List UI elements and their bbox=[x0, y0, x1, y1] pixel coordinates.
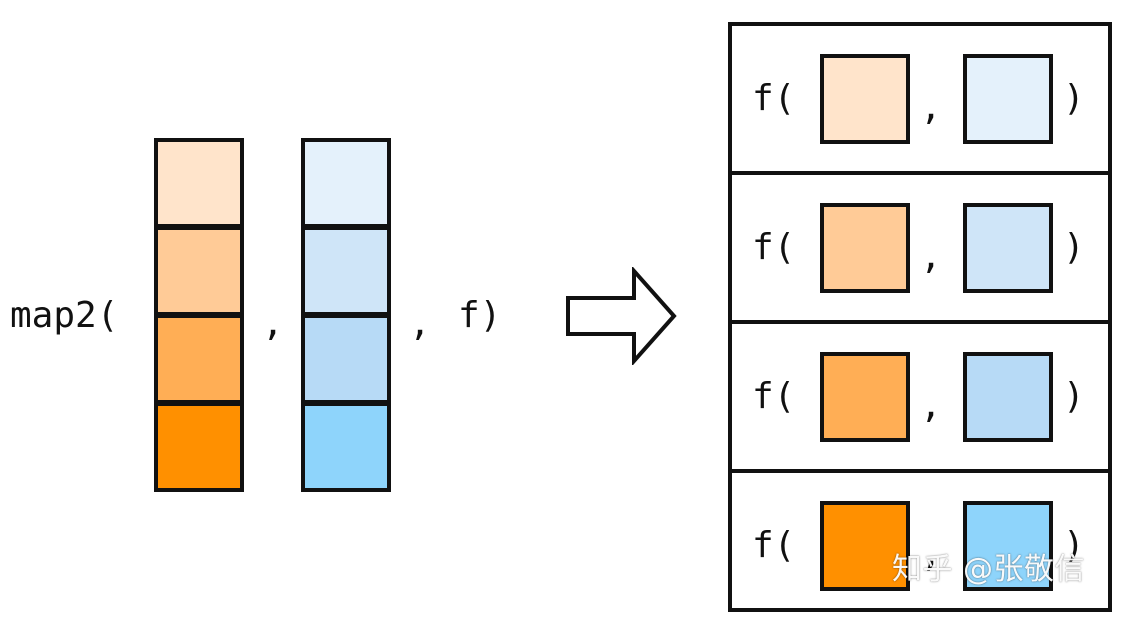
input-vector-2-cell-2 bbox=[301, 226, 391, 316]
left-argument-square bbox=[820, 352, 910, 442]
function-close: ) bbox=[1063, 376, 1085, 417]
comma: , bbox=[920, 236, 942, 277]
right-argument-square bbox=[963, 203, 1053, 293]
result-row-4: f( , ) bbox=[732, 473, 1108, 618]
right-argument-square bbox=[963, 501, 1053, 591]
comma: , bbox=[920, 534, 942, 575]
function-open: f( bbox=[752, 376, 796, 417]
row-divider-2 bbox=[732, 320, 1108, 324]
watermark-text: 知乎 @张敬信 bbox=[892, 552, 1086, 587]
function-open: f( bbox=[752, 525, 796, 566]
left-argument-square bbox=[820, 501, 910, 591]
input-vector-2-cell-3 bbox=[301, 314, 391, 404]
input-vector-1-cell-2 bbox=[154, 226, 244, 316]
input-vector-1-cell-3 bbox=[154, 314, 244, 404]
argument-separator-2: , bbox=[409, 303, 431, 344]
result-list: f( , ) f( , ) f( , ) f( , ) bbox=[728, 22, 1112, 612]
function-argument-close: f) bbox=[458, 295, 502, 336]
right-arrow-icon bbox=[566, 265, 678, 367]
comma: , bbox=[920, 87, 942, 128]
input-vector-1 bbox=[154, 138, 246, 496]
input-vector-2 bbox=[301, 138, 393, 496]
row-divider-1 bbox=[732, 171, 1108, 175]
function-open: f( bbox=[752, 227, 796, 268]
right-argument-square bbox=[963, 54, 1053, 144]
right-argument-square bbox=[963, 352, 1053, 442]
input-vector-2-cell-4 bbox=[301, 402, 391, 492]
argument-separator-1: , bbox=[262, 303, 284, 344]
input-vector-2-cell-1 bbox=[301, 138, 391, 228]
result-row-3: f( , ) bbox=[732, 324, 1108, 469]
map2-call-open: map2( bbox=[10, 295, 119, 336]
left-argument-square bbox=[820, 54, 910, 144]
function-close: ) bbox=[1063, 525, 1085, 566]
left-argument-square bbox=[820, 203, 910, 293]
comma: , bbox=[920, 385, 942, 426]
function-close: ) bbox=[1063, 227, 1085, 268]
result-row-1: f( , ) bbox=[732, 26, 1108, 171]
input-vector-1-cell-1 bbox=[154, 138, 244, 228]
function-open: f( bbox=[752, 78, 796, 119]
result-row-2: f( , ) bbox=[732, 175, 1108, 320]
row-divider-3 bbox=[732, 469, 1108, 473]
function-close: ) bbox=[1063, 78, 1085, 119]
input-vector-1-cell-4 bbox=[154, 402, 244, 492]
